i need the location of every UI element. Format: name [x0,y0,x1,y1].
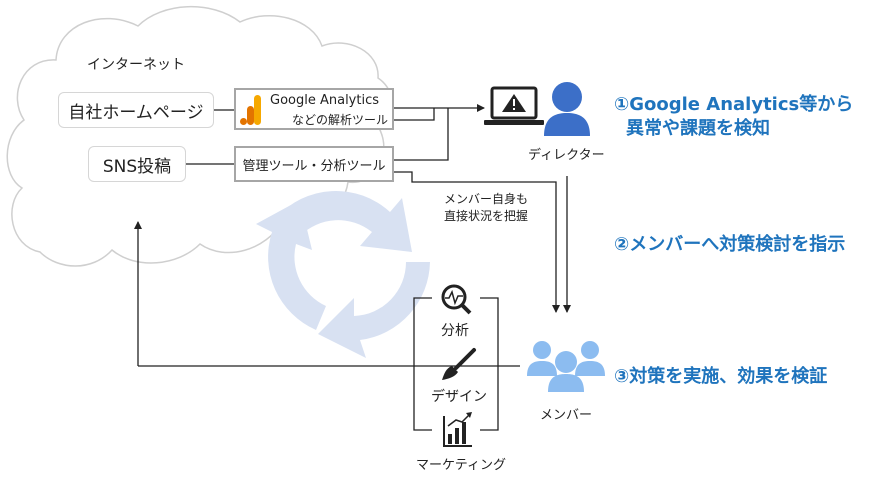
homepage-box: 自社ホームページ [58,92,214,128]
member-note-line2: 直接状況を把握 [444,209,529,223]
ga-tool-line2: などの解析ツール [292,113,389,127]
step-3: ③対策を実施、効果を検証 [614,366,828,387]
cycle-arrows-icon [256,190,430,358]
member-note-line1: メンバー自身も [444,192,529,206]
sns-box: SNS投稿 [88,146,186,182]
warning-icon [502,94,526,112]
task-analysis-label: 分析 [441,323,469,339]
paintbrush-icon [442,348,476,380]
task-design-label: デザイン [431,389,487,405]
homepage-label: 自社ホームページ [68,102,204,123]
bar-chart-icon [443,412,472,447]
mgmt-tool-box: 管理ツール・分析ツール [234,146,394,182]
step-1-line2: 異常や課題を検知 [626,118,770,139]
ga-tool-box: Google Analytics などの解析ツール [234,88,394,130]
person-icon [544,82,590,136]
google-analytics-logo [240,95,261,125]
cloud-title: インターネット [87,57,185,73]
members-label: メンバー [540,408,593,423]
step-1-line1: ①Google Analytics等から [614,94,854,115]
sns-label: SNS投稿 [102,156,172,177]
mgmt-tool-label: 管理ツール・分析ツール [242,158,386,174]
ga-tool-line1: Google Analytics [270,93,380,108]
group-icon [527,341,605,392]
director-label: ディレクター [528,148,605,163]
magnifier-pulse-icon [441,284,472,315]
step-2: ②メンバーへ対策検討を指示 [614,234,846,255]
task-marketing-label: マーケティング [416,458,506,473]
internet-cloud [6,5,394,267]
